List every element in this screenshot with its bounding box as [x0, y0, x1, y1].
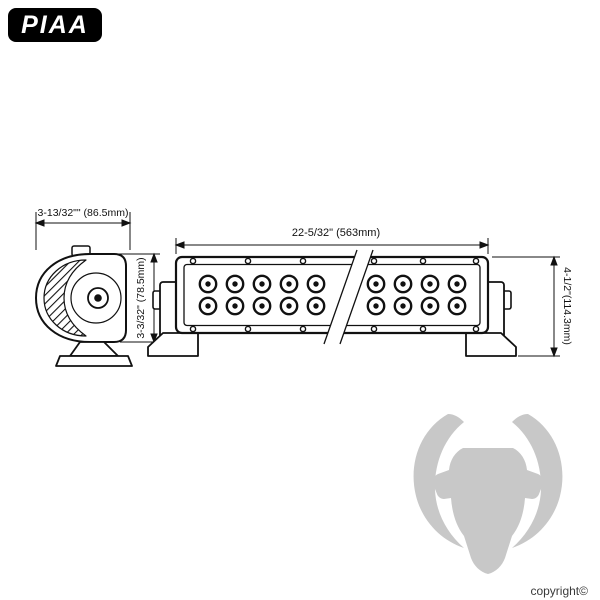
- piaa-logo-background: [8, 8, 102, 42]
- led: [420, 274, 440, 294]
- frame-screws: [189, 257, 480, 333]
- led: [393, 274, 413, 294]
- dimension-side-width: 3-13/32"" (86.5mm): [34, 207, 132, 250]
- led: [447, 274, 467, 294]
- section-break: [323, 249, 374, 345]
- bull-right-horn: [512, 414, 563, 548]
- dimension-side-height: 3-3/32" (78.5mm): [118, 252, 160, 344]
- front-view-drawing: [147, 249, 517, 357]
- piaa-logo: PIAA: [8, 8, 102, 42]
- led: [306, 274, 326, 294]
- dimension-side-width-label: 3-13/32"" (86.5mm): [38, 207, 129, 219]
- bull-watermark-logo: [413, 414, 563, 574]
- led: [366, 296, 386, 316]
- led: [252, 296, 272, 316]
- side-view-base-plate: [55, 355, 133, 367]
- led: [447, 296, 467, 316]
- right-bracket-foot: [465, 332, 517, 357]
- led: [198, 274, 218, 294]
- dimension-front-width: 22-5/32" (563mm): [174, 227, 490, 254]
- dimension-front-width-label: 22-5/32" (563mm): [292, 227, 380, 239]
- side-view-pivot-center: [94, 294, 102, 302]
- led: [393, 296, 413, 316]
- bull-head: [432, 448, 544, 574]
- bull-left-horn: [413, 414, 464, 548]
- dimension-front-height-label: 4-1/2"(114.3mm): [561, 267, 573, 345]
- led: [279, 274, 299, 294]
- led: [225, 274, 245, 294]
- led: [306, 296, 326, 316]
- side-view-drawing: [35, 245, 133, 367]
- side-view-pedestal: [69, 341, 119, 357]
- side-view-hatched-lens: [43, 259, 87, 337]
- led: [225, 296, 245, 316]
- led: [366, 274, 386, 294]
- led-array: [198, 274, 467, 316]
- side-view-inner-housing: [70, 272, 122, 324]
- led: [420, 296, 440, 316]
- led: [198, 296, 218, 316]
- right-bracket: [465, 281, 517, 357]
- light-bar-inner-frame: [183, 263, 481, 327]
- dimension-side-height-label: 3-3/32" (78.5mm): [135, 257, 147, 338]
- piaa-logo-text: PIAA: [21, 11, 89, 39]
- copyright-text: copyright©: [530, 584, 588, 598]
- led: [252, 274, 272, 294]
- dimension-front-height: 4-1/2"(114.3mm): [492, 255, 573, 358]
- led: [279, 296, 299, 316]
